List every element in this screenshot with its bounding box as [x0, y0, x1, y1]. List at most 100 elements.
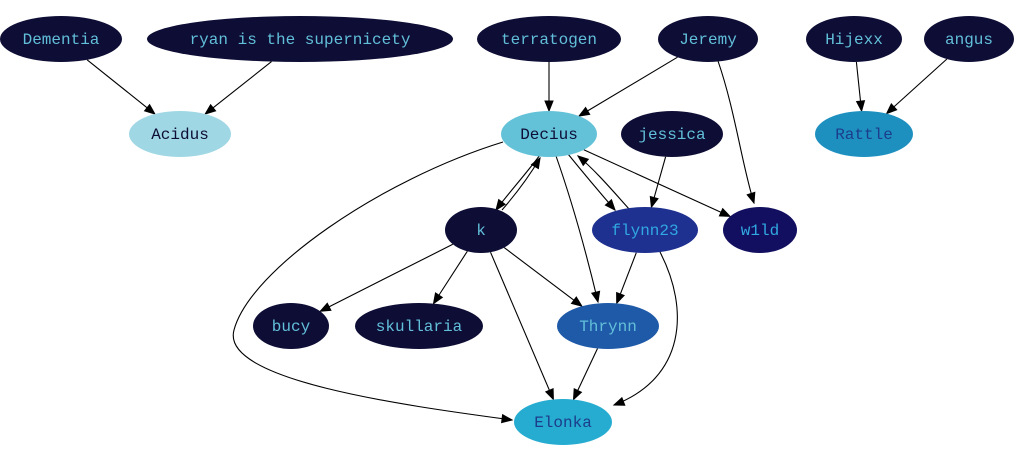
edge-line	[613, 251, 678, 406]
node-thrynn: Thrynn	[557, 303, 659, 349]
edge-line	[211, 61, 272, 109]
node-elonka: Elonka	[514, 399, 612, 445]
node-bucy: bucy	[253, 303, 329, 349]
node-ellipse	[557, 303, 659, 349]
node-ellipse	[815, 111, 913, 157]
edge-line	[503, 247, 576, 302]
edge-line	[232, 141, 513, 421]
edge-decius-to-w1ld	[583, 149, 732, 217]
edge-flynn23-to-thrynn	[616, 252, 637, 305]
edge-thrynn-to-elonka	[572, 348, 598, 401]
edge-line	[327, 243, 454, 308]
node-w1ld: w1ld	[723, 207, 797, 253]
node-label: jessica	[638, 126, 706, 144]
arrowhead-icon	[544, 387, 554, 401]
arrowhead-icon	[530, 156, 541, 170]
arrowhead-icon	[616, 291, 625, 305]
node-ellipse	[592, 207, 698, 253]
node-acidus: Acidus	[129, 111, 231, 157]
arrowhead-icon	[544, 100, 554, 113]
node-label: Rattle	[835, 126, 893, 144]
node-terratogen: terratogen	[477, 16, 621, 62]
nodes-layer: Dementia ryan is the supernicety terratoge…	[0, 16, 1014, 445]
edge-hijexx-to-rattle	[855, 61, 866, 113]
edge-jeremy-to-w1ld	[717, 60, 756, 205]
edge-flynn23-to-elonka	[612, 251, 678, 406]
arrowhead-icon	[143, 103, 156, 115]
arrowhead-icon	[318, 302, 332, 312]
arrowhead-icon	[855, 100, 866, 113]
edge-decius-to-thrynn	[555, 155, 601, 304]
node-label: Acidus	[151, 126, 209, 144]
edge-line	[892, 58, 948, 108]
edge-ryan-to-acidus	[204, 61, 272, 115]
edge-line	[855, 61, 862, 103]
edge-angus-to-rattle	[885, 58, 948, 115]
node-label: ryan is the supernicety	[190, 31, 411, 49]
edge-jeremy-to-decius	[577, 56, 678, 117]
node-label: w1ld	[741, 222, 779, 240]
edge-line	[586, 56, 678, 112]
node-ellipse	[658, 16, 758, 62]
arrowhead-icon	[576, 155, 590, 167]
edge-k-to-decius	[501, 156, 541, 211]
node-ellipse	[129, 111, 231, 157]
node-decius: Decius	[501, 111, 597, 157]
arrowhead-icon	[495, 198, 506, 212]
edge-terratogen-to-decius	[544, 62, 554, 113]
edge-k-to-thrynn	[503, 247, 583, 308]
edge-decius-to-k	[495, 154, 541, 212]
arrowhead-icon	[432, 292, 444, 305]
node-jessica: jessica	[621, 111, 723, 157]
node-label: Elonka	[534, 414, 592, 432]
edge-k-to-bucy	[318, 243, 454, 312]
edge-line	[577, 155, 631, 211]
node-ellipse	[514, 399, 612, 445]
arrowhead-icon	[718, 207, 732, 217]
node-label: bucy	[272, 318, 311, 336]
node-rattle: Rattle	[815, 111, 913, 157]
edge-dementia-to-acidus	[86, 59, 156, 115]
edge-line	[619, 252, 637, 296]
arrowhead-icon	[577, 106, 591, 117]
node-label: Jeremy	[679, 31, 737, 49]
node-label: terratogen	[501, 31, 597, 49]
arrowhead-icon	[204, 103, 217, 115]
node-ellipse	[253, 303, 329, 349]
edge-line	[555, 155, 599, 303]
edge-line	[576, 348, 598, 392]
arrowhead-icon	[501, 413, 514, 424]
node-ellipse	[355, 303, 483, 349]
node-ellipse	[445, 207, 517, 253]
edges-layer	[86, 56, 948, 424]
node-dementia: Dementia	[0, 16, 122, 62]
node-ellipse	[501, 111, 597, 157]
edge-line	[86, 59, 149, 109]
node-ellipse	[924, 16, 1014, 62]
arrowhead-icon	[604, 198, 616, 212]
edge-line	[489, 251, 551, 392]
arrowhead-icon	[746, 191, 756, 205]
edge-line	[567, 153, 616, 211]
node-k: k	[445, 207, 517, 253]
arrowhead-icon	[570, 296, 583, 308]
arrowhead-icon	[885, 103, 898, 115]
arrowhead-icon	[590, 290, 601, 304]
node-ellipse	[147, 16, 453, 62]
edge-k-to-elonka	[489, 251, 554, 401]
node-label: k	[476, 222, 486, 240]
arrowhead-icon	[649, 195, 659, 209]
node-label: Dementia	[23, 31, 100, 49]
edge-k-to-skullaria	[432, 251, 468, 305]
node-ellipse	[806, 16, 902, 62]
edge-flynn23-to-decius	[576, 155, 631, 211]
node-angus: angus	[924, 16, 1014, 62]
node-label: Decius	[520, 126, 578, 144]
node-label: Hijexx	[825, 31, 883, 49]
node-ryan-is-the-supernicety: ryan is the supernicety	[147, 16, 453, 62]
node-jeremy: Jeremy	[658, 16, 758, 62]
arrowhead-icon	[572, 388, 583, 401]
node-flynn23: flynn23	[592, 207, 698, 253]
node-hijexx: Hijexx	[806, 16, 902, 62]
